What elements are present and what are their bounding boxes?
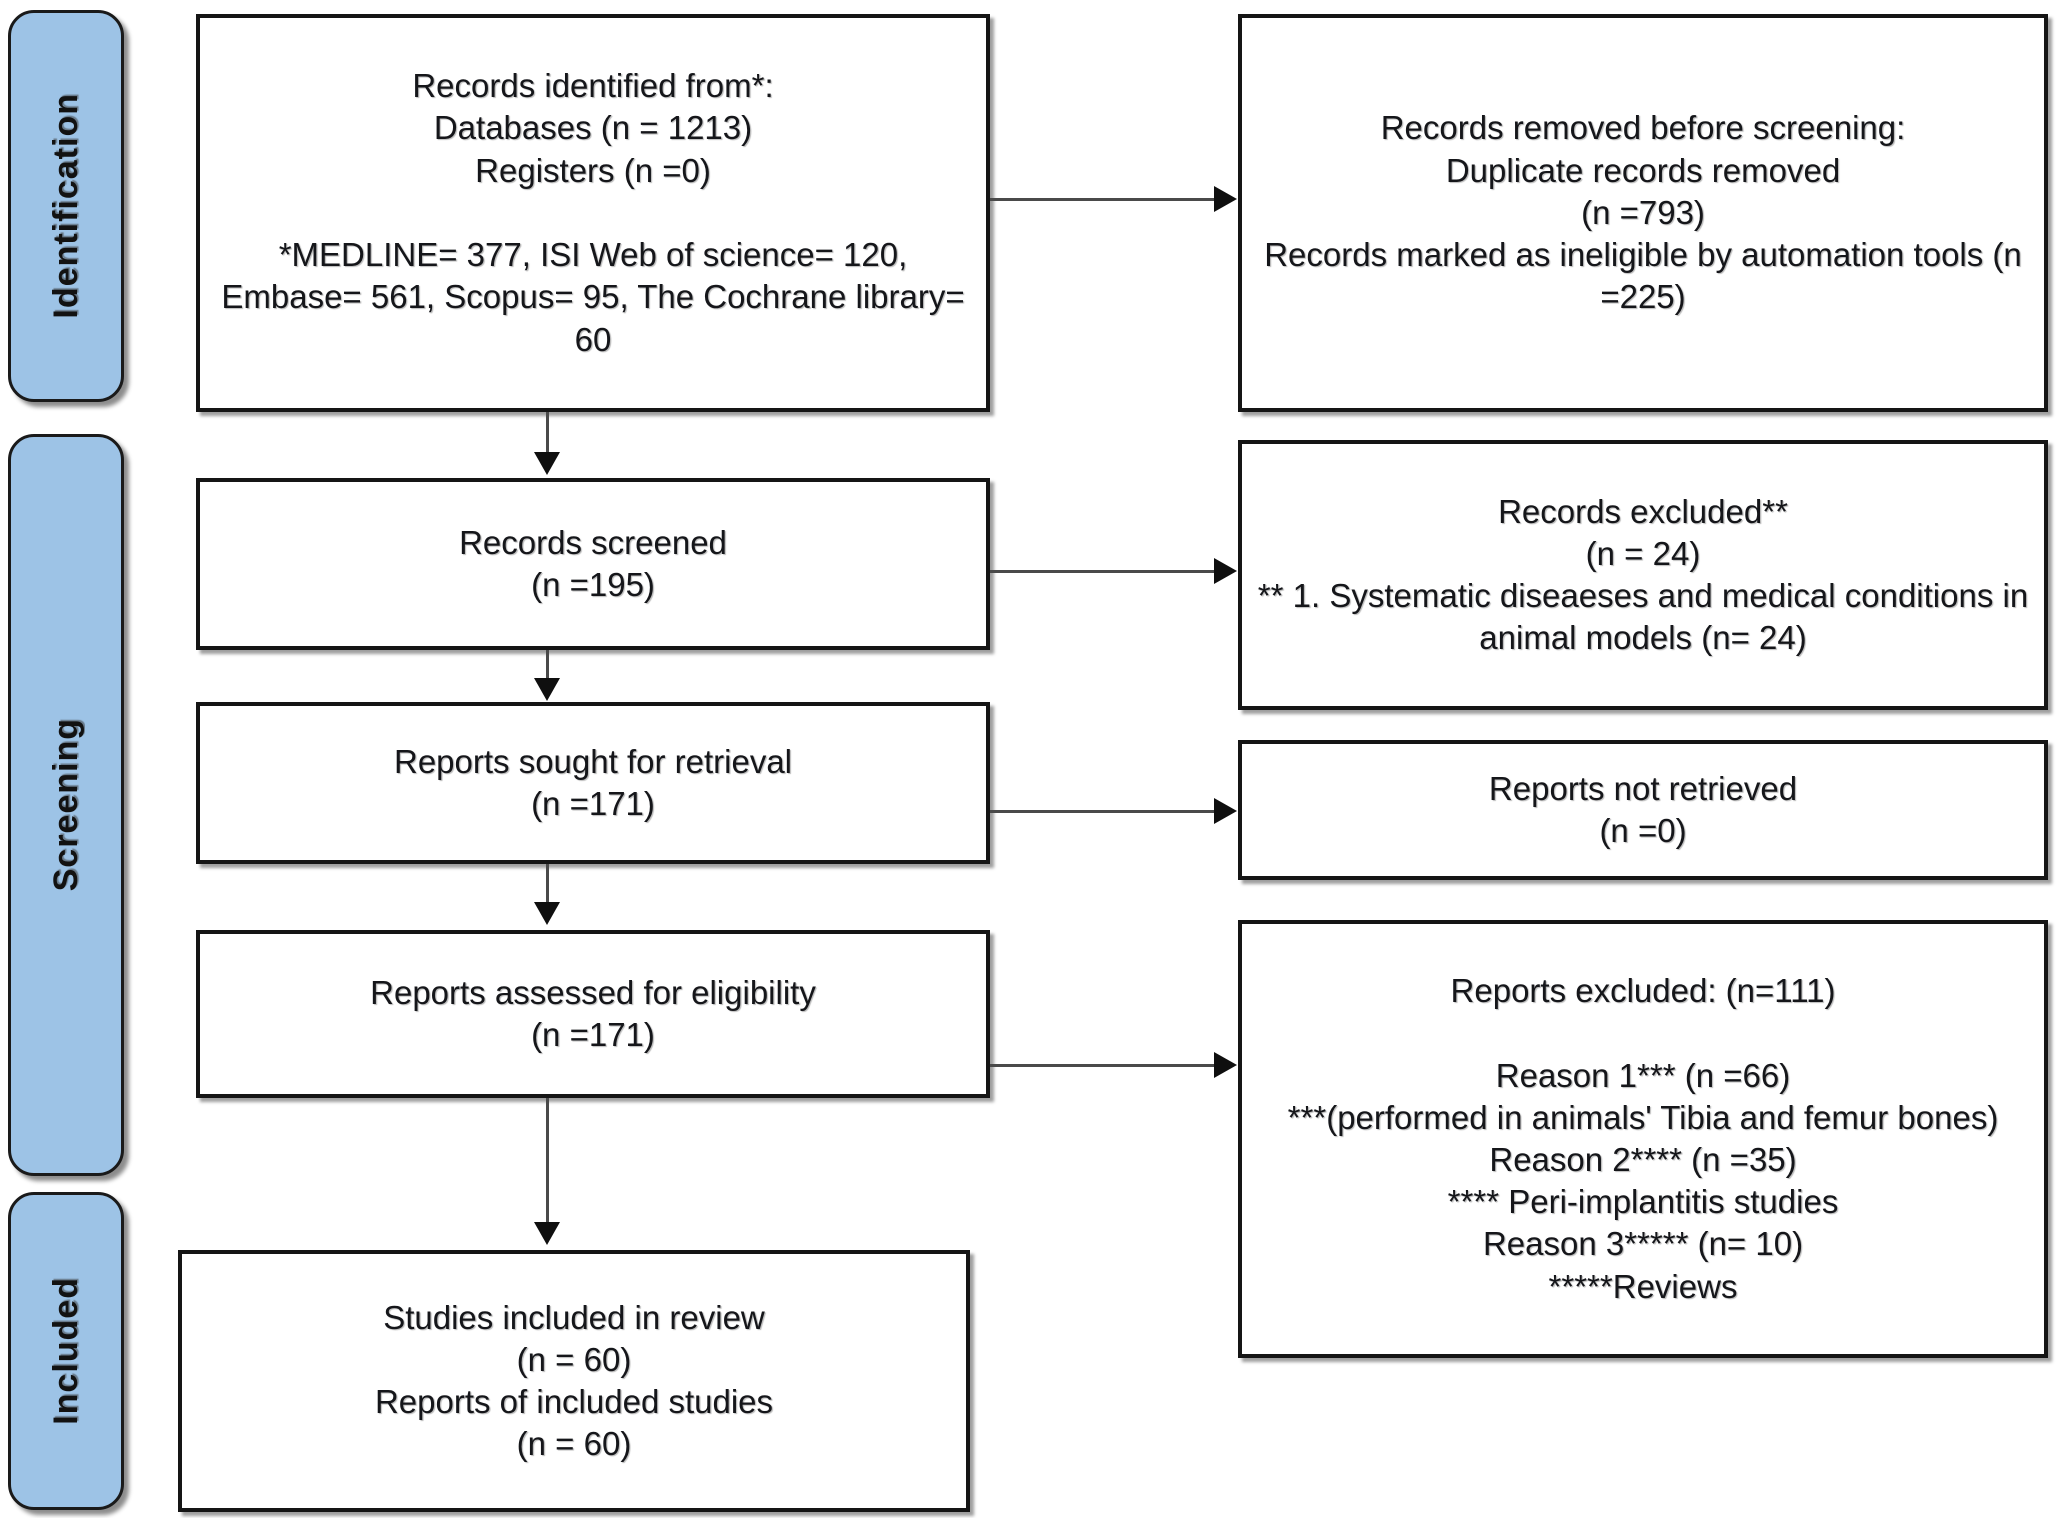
box-records-excluded: Records excluded** (n = 24) ** 1. System… xyxy=(1238,440,2048,710)
box-records-screened-text: Records screened (n =195) xyxy=(459,523,727,603)
box-reports-not-retrieved-text: Reports not retrieved (n =0) xyxy=(1488,769,1798,849)
box-records-identified: Records identified from*: Databases (n =… xyxy=(196,14,990,412)
phase-label-screening: Screening xyxy=(46,718,85,892)
box-records-identified-text: Records identified from*: Databases (n =… xyxy=(221,67,965,358)
phase-bar-identification: Identification xyxy=(8,10,124,402)
box-studies-included-in-review-text: Studies included in review (n = 60) Repo… xyxy=(374,1298,774,1463)
box-records-screened: Records screened (n =195) xyxy=(196,478,990,650)
box-reports-assessed-for-eligibility-text: Reports assessed for eligibility (n =171… xyxy=(370,973,816,1053)
phase-label-included: Included xyxy=(46,1277,85,1425)
box-records-removed-before-screening-text: Records removed before screening: Duplic… xyxy=(1264,109,2022,316)
box-reports-sought-for-retrieval: Reports sought for retrieval (n =171) xyxy=(196,702,990,864)
phase-bar-screening: Screening xyxy=(8,434,124,1176)
box-reports-excluded-text: Reports excluded: (n=111) Reason 1*** (n… xyxy=(1287,972,1999,1305)
box-records-excluded-text: Records excluded** (n = 24) ** 1. System… xyxy=(1257,492,2029,657)
box-reports-excluded: Reports excluded: (n=111) Reason 1*** (n… xyxy=(1238,920,2048,1358)
box-reports-assessed-for-eligibility: Reports assessed for eligibility (n =171… xyxy=(196,930,990,1098)
phase-label-identification: Identification xyxy=(46,93,85,319)
phase-bar-included: Included xyxy=(8,1192,124,1510)
box-reports-sought-for-retrieval-text: Reports sought for retrieval (n =171) xyxy=(393,742,792,822)
box-reports-not-retrieved: Reports not retrieved (n =0) xyxy=(1238,740,2048,880)
box-records-removed-before-screening: Records removed before screening: Duplic… xyxy=(1238,14,2048,412)
box-studies-included-in-review: Studies included in review (n = 60) Repo… xyxy=(178,1250,970,1512)
